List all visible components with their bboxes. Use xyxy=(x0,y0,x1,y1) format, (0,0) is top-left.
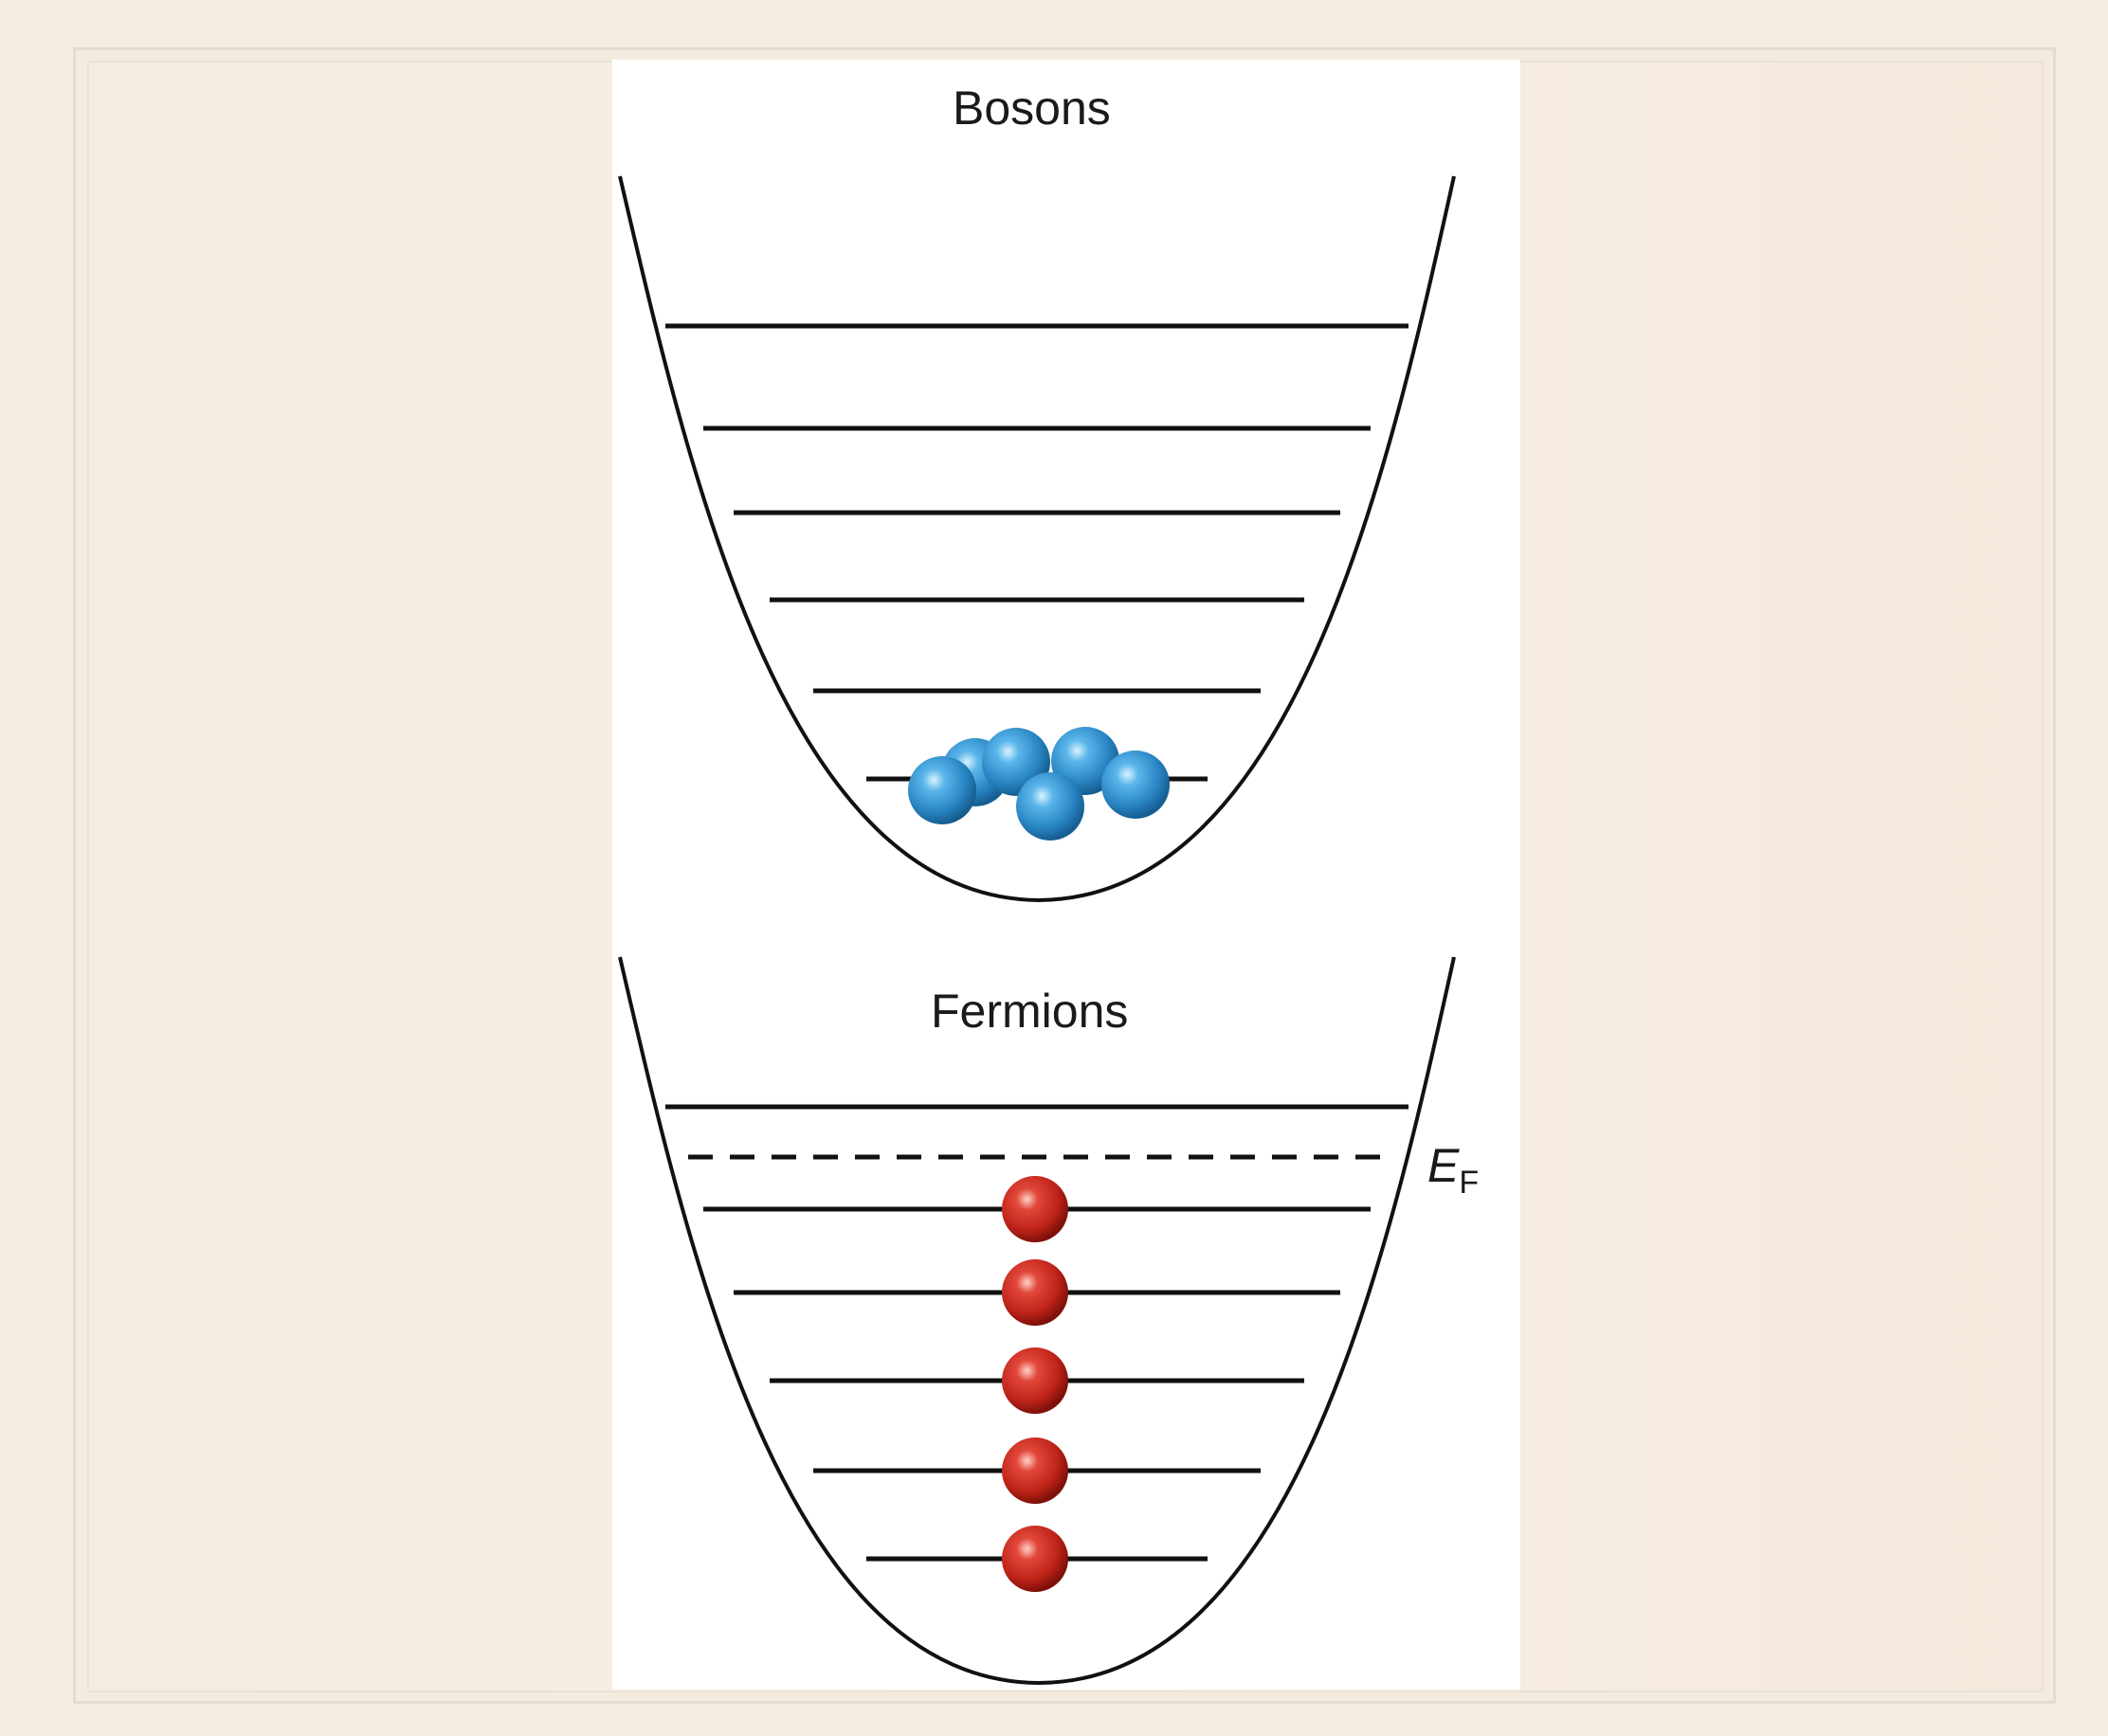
diagram-figure: Bosons Fermions EF xyxy=(612,60,1520,1690)
boson-particles xyxy=(908,727,1170,841)
fermion-particles xyxy=(1002,1176,1068,1592)
fermi-energy-symbol: E xyxy=(1427,1139,1459,1192)
fermion-well xyxy=(620,957,1454,1683)
fermi-energy-subscript: F xyxy=(1459,1165,1479,1201)
fermi-energy-label: EF xyxy=(1427,1138,1479,1202)
bosons-title: Bosons xyxy=(953,81,1111,136)
fermion-particle xyxy=(1002,1347,1068,1414)
fermion-particle xyxy=(1002,1526,1068,1592)
boson-particle xyxy=(1016,772,1084,841)
fermions-title: Fermions xyxy=(931,984,1128,1039)
diagram-svg xyxy=(612,60,1520,1690)
boson-well xyxy=(620,176,1454,900)
fermion-particle xyxy=(1002,1259,1068,1326)
fermion-particle xyxy=(1002,1438,1068,1504)
fermion-particle xyxy=(1002,1176,1068,1242)
boson-particle xyxy=(908,756,976,824)
boson-particle xyxy=(1101,750,1170,819)
